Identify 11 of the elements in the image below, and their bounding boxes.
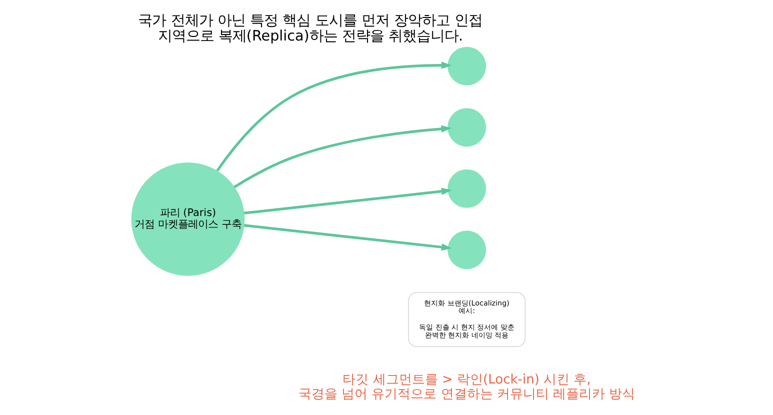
caption: 타깃 세그먼트를 > 락인(Lock-in) 시킨 후, 국경을 넘어 유기적으로 연결하는 커뮤니티 레플리카 방식 [298, 372, 635, 402]
arrow [243, 224, 452, 251]
arrow [243, 188, 452, 214]
diagram-title: 국가 전체가 아닌 특정 핵심 도시를 먼저 장악하고 인접 지역으로 복제(Replica)하는 전략을 취했습니다. [138, 12, 482, 44]
node-circle [447, 230, 486, 270]
node-circle [447, 46, 486, 86]
node-circle: 파리 (Paris) 거점 마켓플레이스 구축 [130, 162, 244, 276]
arrow [233, 125, 452, 188]
node-circle [447, 108, 486, 147]
arrow [216, 62, 452, 172]
node-circle [447, 169, 486, 208]
